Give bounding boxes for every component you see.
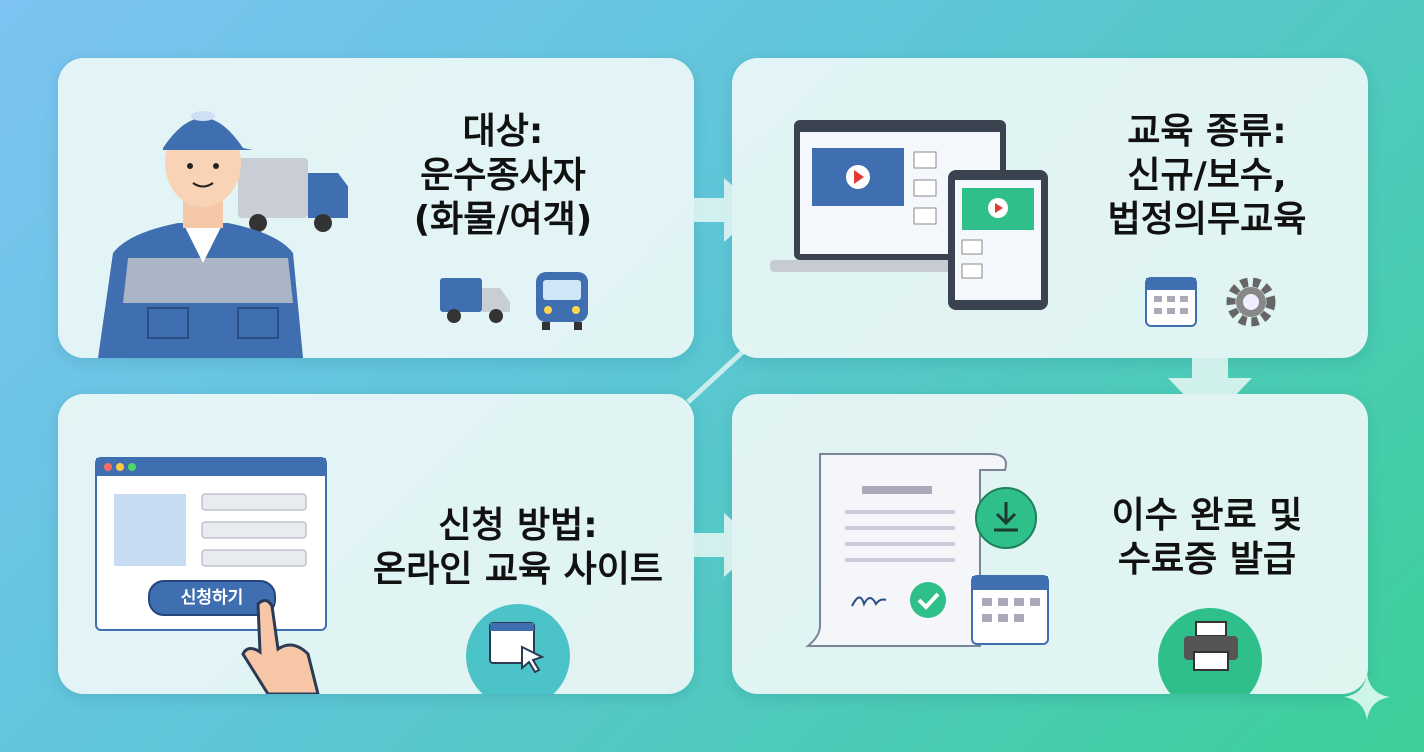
title-line: 법정의무교육	[1107, 199, 1307, 240]
card-target-audience: 대상: 운수종사자 (화물/여객)	[58, 58, 694, 358]
sparkle-icon	[1344, 674, 1390, 720]
title-line: 교육 종류:	[1127, 111, 1287, 152]
card-title: 대상: 운수종사자 (화물/여객)	[388, 110, 618, 242]
card-title: 교육 종류: 신규/보수, 법정의무교육	[1082, 110, 1332, 242]
card-title: 신청 방법: 온라인 교육 사이트	[358, 504, 678, 592]
card-education-type: 교육 종류: 신규/보수, 법정의무교육	[732, 58, 1368, 358]
calendar-icon	[1145, 277, 1197, 327]
bus-icon	[536, 272, 588, 330]
title-line: 이수 완료 및	[1111, 495, 1303, 536]
driver-illustration	[98, 111, 348, 358]
title-line: 운수종사자	[420, 155, 586, 196]
card-completion: 이수 완료 및 수료증 발급	[732, 394, 1368, 694]
title-line: 온라인 교육 사이트	[372, 549, 664, 590]
card-application-method: 신청하기 신청 방법: 온라인 교육 사이트	[58, 394, 694, 694]
apply-button[interactable]: 신청하기	[148, 580, 276, 616]
arrow-down-icon	[1168, 350, 1252, 422]
title-line: 수료증 발급	[1117, 539, 1297, 580]
browser-cursor-icon	[489, 622, 545, 674]
printer-icon	[1184, 621, 1238, 671]
hand-pointer-icon	[241, 599, 320, 694]
arrow-right-icon	[694, 178, 760, 242]
card-title: 이수 완료 및 수료증 발급	[1082, 494, 1332, 582]
devices-illustration	[770, 120, 1048, 310]
gear-icon	[1226, 277, 1276, 327]
title-line: 신규/보수,	[1127, 155, 1287, 196]
connector-line	[686, 343, 752, 404]
title-line: (화물/여객)	[413, 199, 593, 240]
certificate-illustration	[805, 453, 1049, 647]
truck-icon	[440, 278, 510, 323]
title-line: 대상:	[462, 111, 544, 152]
title-line: 신청 방법:	[438, 505, 598, 546]
arrow-right-icon	[694, 513, 760, 577]
